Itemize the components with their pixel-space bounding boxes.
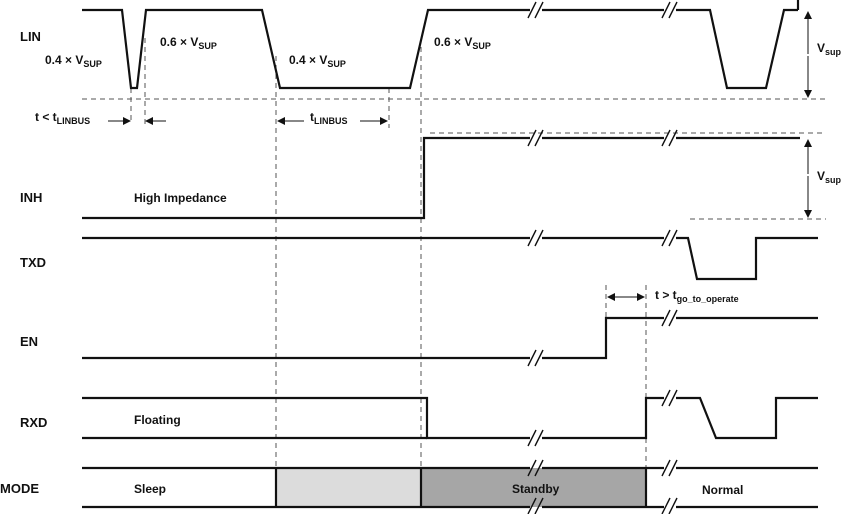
time-break-symbols: [527, 1, 678, 514]
mode-band: [82, 466, 818, 509]
txd-label: TXD: [20, 255, 46, 270]
txd-waveform: [82, 236, 818, 281]
mode-standby-label: Standby: [512, 482, 560, 496]
rxd-label: RXD: [20, 415, 47, 430]
mode-wakeup-region: [276, 468, 421, 507]
lin-label: LIN: [20, 29, 41, 44]
timing-markers: [130, 38, 647, 468]
reference-lines: [82, 98, 826, 220]
floating-label: Floating: [134, 413, 181, 427]
en-waveform: [82, 316, 818, 360]
lin-waveform: [82, 0, 800, 90]
vsup-inh-label: Vsup: [817, 169, 842, 185]
rxd-waveform: [82, 396, 818, 440]
t-go-to-operate-label: t > tgo_to_operate: [655, 288, 739, 304]
inh-waveform: [82, 136, 800, 220]
threshold-04-first: 0.4 × VSUP: [45, 53, 102, 69]
mode-sleep-label: Sleep: [134, 482, 166, 496]
en-label: EN: [20, 334, 38, 349]
mode-standby-region: [421, 468, 646, 507]
vsup-lin-label: Vsup: [817, 41, 842, 57]
t-linbus-label: tLINBUS: [310, 110, 348, 126]
t-less-linbus-label: t < tLINBUS: [35, 110, 90, 126]
threshold-04-second: 0.4 × VSUP: [289, 53, 346, 69]
high-impedance-label: High Impedance: [134, 191, 227, 205]
dimension-arrows: [108, 11, 812, 301]
mode-label: MODE: [0, 481, 39, 496]
mode-normal-label: Normal: [702, 483, 743, 497]
inh-label: INH: [20, 190, 42, 205]
threshold-06-second: 0.6 × VSUP: [434, 35, 491, 51]
threshold-06-first: 0.6 × VSUP: [160, 35, 217, 51]
